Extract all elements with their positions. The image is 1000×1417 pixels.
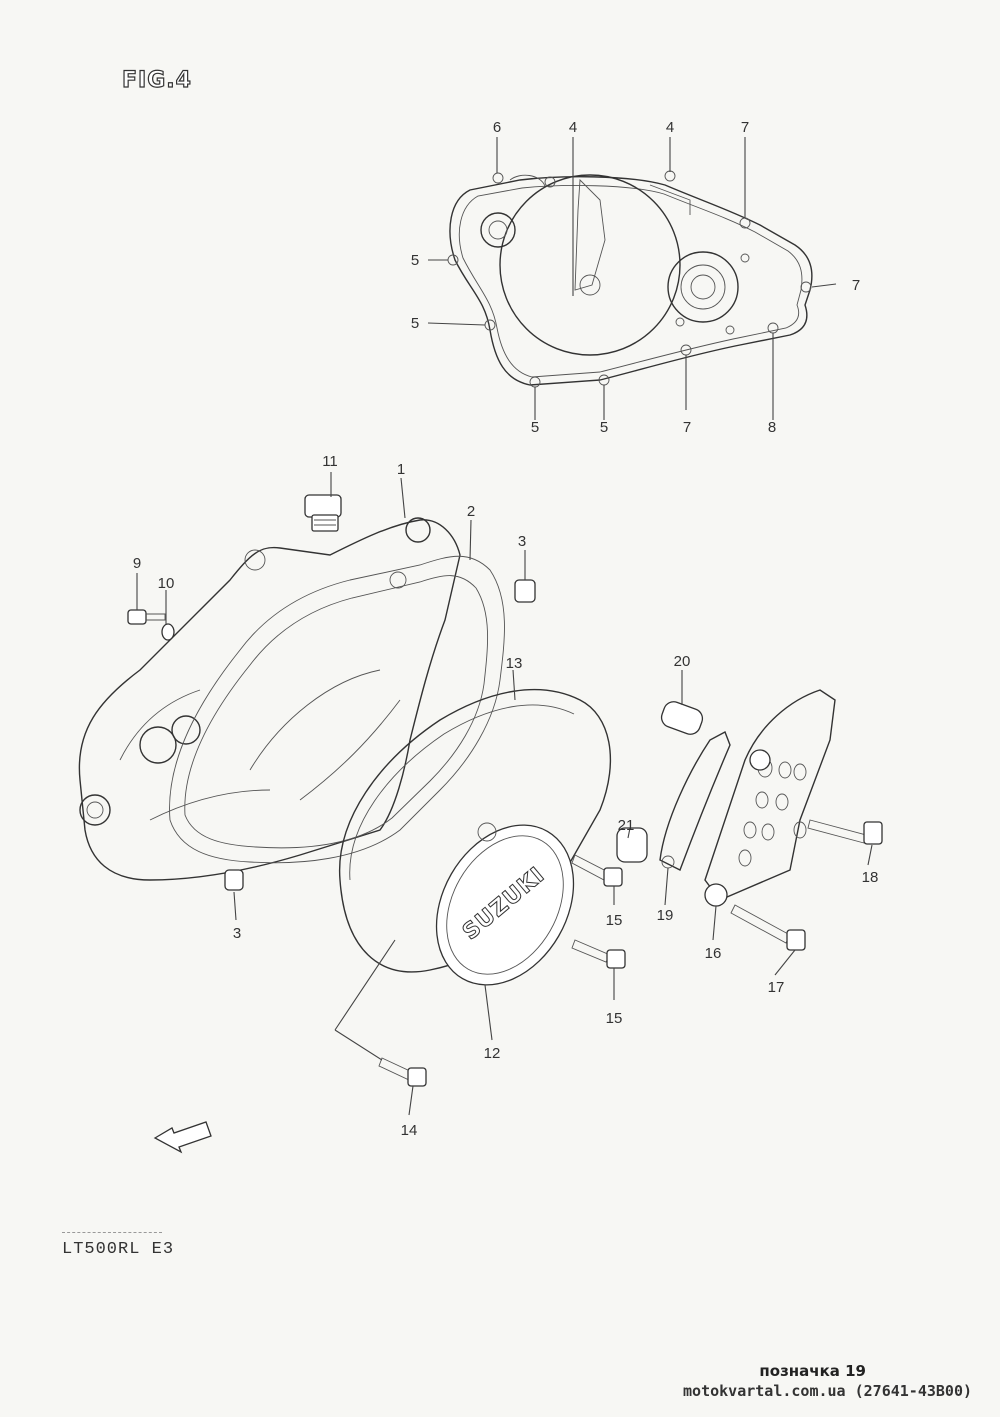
callout-c4b: 4 [666,119,674,136]
callout-c5a: 5 [411,252,419,269]
model-code: LT500RL E3 [62,1240,175,1259]
callout-c11: 11 [322,453,338,470]
callout-c15b: 15 [606,1010,623,1027]
figure-label: FIG.4 [121,67,192,93]
plate-holes [738,758,807,867]
clutch-bore [499,174,681,356]
boss-left [480,212,516,248]
callout-c9: 9 [133,555,141,572]
cover-gasket [169,555,505,864]
callout-c5b: 5 [411,315,419,332]
outer-cover-plate [338,688,612,973]
mount-bracket-left [659,731,731,871]
bolt-holes [447,170,812,388]
callout-c8: 8 [768,419,776,436]
cover-bolt-lower [571,939,626,969]
callout-c3a: 3 [518,533,526,550]
footer-source: motokvartal.com.ua (27641-43B00) [683,1382,972,1400]
inner-gasket-line [458,185,803,378]
plate-bolt-lower [730,904,806,951]
callout-c10: 10 [158,575,175,592]
callout-c16: 16 [705,945,722,962]
callout-c1: 1 [397,461,405,478]
inner-cover-view [447,170,813,388]
callout-c17: 17 [768,979,785,996]
mount-plate [704,689,836,901]
callout-c5c: 5 [531,419,539,436]
callout-c2: 2 [467,503,475,520]
callout-c7a: 7 [741,119,749,136]
plate-bolt-upper [807,819,883,845]
callout-c18: 18 [862,869,879,886]
footer-label: позначка 19 [759,1362,866,1380]
callout-c3b: 3 [233,925,241,942]
cover-bolt-upper [571,854,623,887]
model-code-rule [62,1232,162,1233]
callout-c7c: 7 [683,419,691,436]
callout-c21: 21 [618,817,635,834]
callout-c15a: 15 [606,912,623,929]
callout-c7b: 7 [852,277,860,294]
collar-nut [704,883,728,907]
callout-c20: 20 [674,653,691,670]
callout-c4a: 4 [569,119,577,136]
cover-bolt-long [334,939,427,1087]
drain-bolt [127,609,175,641]
callout-c14: 14 [401,1122,418,1139]
bearing-housing [667,251,739,323]
callout-c5d: 5 [600,419,608,436]
callout-c19: 19 [657,907,674,924]
dowel-pin-upper [514,579,536,603]
dowel-pin-lower [224,869,244,891]
callout-c13: 13 [506,655,523,672]
inner-cover-outline [449,176,813,386]
spacer-upper [660,701,704,735]
callout-c12: 12 [484,1045,501,1062]
leader-lines [136,137,873,1116]
oil-filler-plug [304,494,342,532]
spacer-lower [616,827,648,863]
rib [574,178,606,291]
crankcase-cover-assembly: SUZUKI [78,494,883,1087]
cover-housing [78,519,461,881]
front-direction-arrow [153,1121,212,1154]
callout-c6a: 6 [493,119,501,136]
magneto-cover [435,824,575,986]
